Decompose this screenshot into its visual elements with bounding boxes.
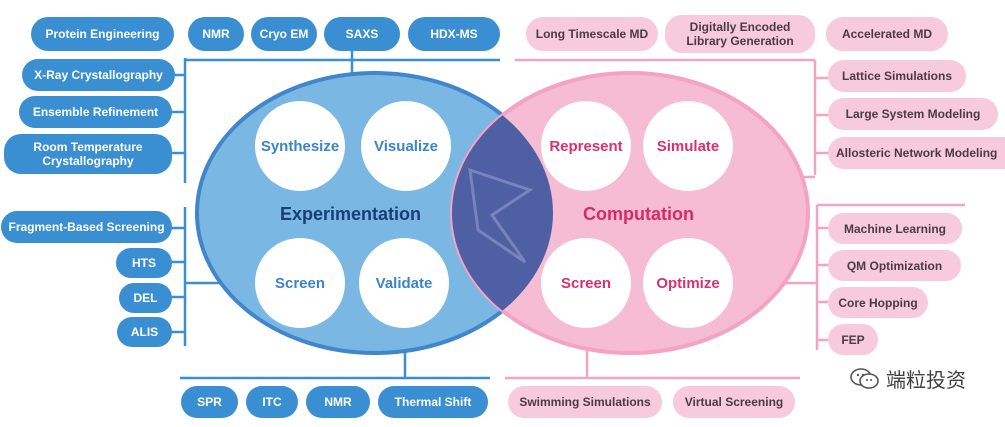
technique-hts: HTS [116,248,172,278]
technique-protein-engineering: Protein Engineering [31,17,174,51]
circle-validate: Validate [359,238,449,328]
method-accelerated-md: Accelerated MD [826,17,948,51]
method-fep: FEP [828,324,878,355]
technique-nmr: NMR [188,17,244,51]
technique-saxs: SAXS [324,17,400,51]
circle-represent: Represent [541,101,631,191]
technique-itc: ITC [246,386,298,418]
method-machine-learning: Machine Learning [828,213,962,244]
experimentation-title: Experimentation [280,204,422,224]
method-qm-optimization: QM Optimization [828,250,961,281]
technique-thermal-shift: Thermal Shift [378,386,488,418]
technique-hdx-ms: HDX-MS [408,17,500,51]
method-large-system-modeling: Large System Modeling [828,98,998,130]
method-digitally-encoded-library: Digitally Encoded Library Generation [665,15,815,53]
technique-ensemble-refinement: Ensemble Refinement [19,96,172,128]
method-long-timescale-md: Long Timescale MD [526,17,658,51]
method-virtual-screening: Virtual Screening [673,386,795,418]
watermark-text: 端粒投资 [886,368,966,392]
technique-del: DEL [119,283,172,313]
watermark: 端粒投资 [850,364,966,393]
method-lattice-simulations: Lattice Simulations [828,60,966,92]
circle-screen-computation: Screen [541,238,631,328]
computation-title: Computation [583,204,694,224]
technique-room-temperature-crystallography: Room Temperature Crystallography [4,134,172,174]
circle-visualize: Visualize [361,101,451,191]
technique-spr: SPR [181,386,238,418]
overlap-lightning-icon [468,167,534,264]
technique-fragment-based-screening: Fragment-Based Screening [1,211,172,243]
circle-screen-experimentation: Screen [255,238,345,328]
method-swimming-simulations: Swimming Simulations [508,386,662,418]
method-allosteric-network-modeling: Allosteric Network Modeling [828,137,1005,169]
method-core-hopping: Core Hopping [828,287,928,318]
wechat-icon [850,367,879,389]
technique-alis: ALIS [117,317,172,347]
technique-nmr-validate: NMR [306,386,370,418]
circle-synthesize: Synthesize [255,101,345,191]
circle-simulate: Simulate [643,101,733,191]
circle-optimize: Optimize [643,238,733,328]
technique-x-ray-crystallography: X-Ray Crystallography [22,59,175,91]
technique-cryo-em: Cryo EM [251,17,317,51]
